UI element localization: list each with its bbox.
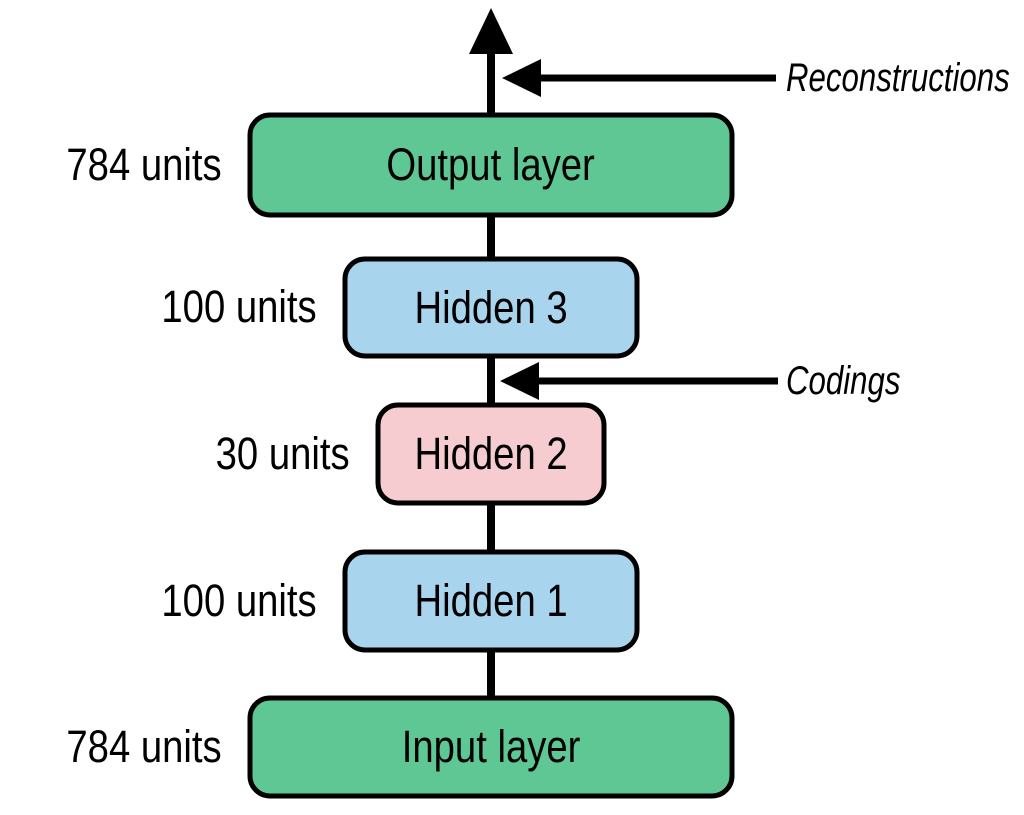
units-label-output-text: 784 units: [66, 139, 222, 190]
reconstructions-arrowhead-icon: [502, 59, 541, 97]
layer-label-output: Output layer: [250, 115, 732, 215]
layer-label-hidden3: Hidden 3: [345, 259, 637, 356]
codings-arrowhead-icon: [500, 362, 539, 400]
layer-box-output: [247, 112, 735, 218]
units-label-hidden1-text: 100 units: [161, 575, 317, 626]
layer-box-hidden2: [375, 402, 607, 506]
codings-label-text: Codings: [786, 358, 901, 403]
layer-label-hidden2-text: Hidden 2: [414, 428, 568, 479]
units-label-hidden3: 100 units: [97, 277, 317, 337]
units-label-hidden3-text: 100 units: [161, 281, 317, 332]
up-arrowhead-icon: [469, 8, 513, 54]
layer-label-hidden1-text: Hidden 1: [414, 575, 568, 626]
layer-label-hidden2: Hidden 2: [378, 405, 604, 503]
layer-box-hidden1: [342, 549, 640, 653]
codings-label: Codings: [786, 351, 1022, 411]
units-label-hidden2: 30 units: [130, 424, 350, 484]
layer-label-input-text: Input layer: [401, 721, 581, 772]
reconstructions-label: Reconstructions: [786, 48, 1022, 108]
layer-label-output-text: Output layer: [386, 139, 596, 190]
layer-box-input: [247, 695, 735, 799]
units-label-input-text: 784 units: [66, 721, 222, 772]
layer-label-hidden1: Hidden 1: [345, 552, 637, 650]
units-label-hidden2-text: 30 units: [216, 428, 350, 479]
units-label-hidden1: 100 units: [97, 571, 317, 631]
layer-label-input: Input layer: [250, 698, 732, 796]
layer-label-hidden3-text: Hidden 3: [414, 281, 568, 333]
units-label-input: 784 units: [2, 717, 222, 777]
units-label-output: 784 units: [2, 135, 222, 195]
layer-box-hidden3: [342, 256, 640, 359]
reconstructions-label-text: Reconstructions: [786, 55, 1010, 100]
